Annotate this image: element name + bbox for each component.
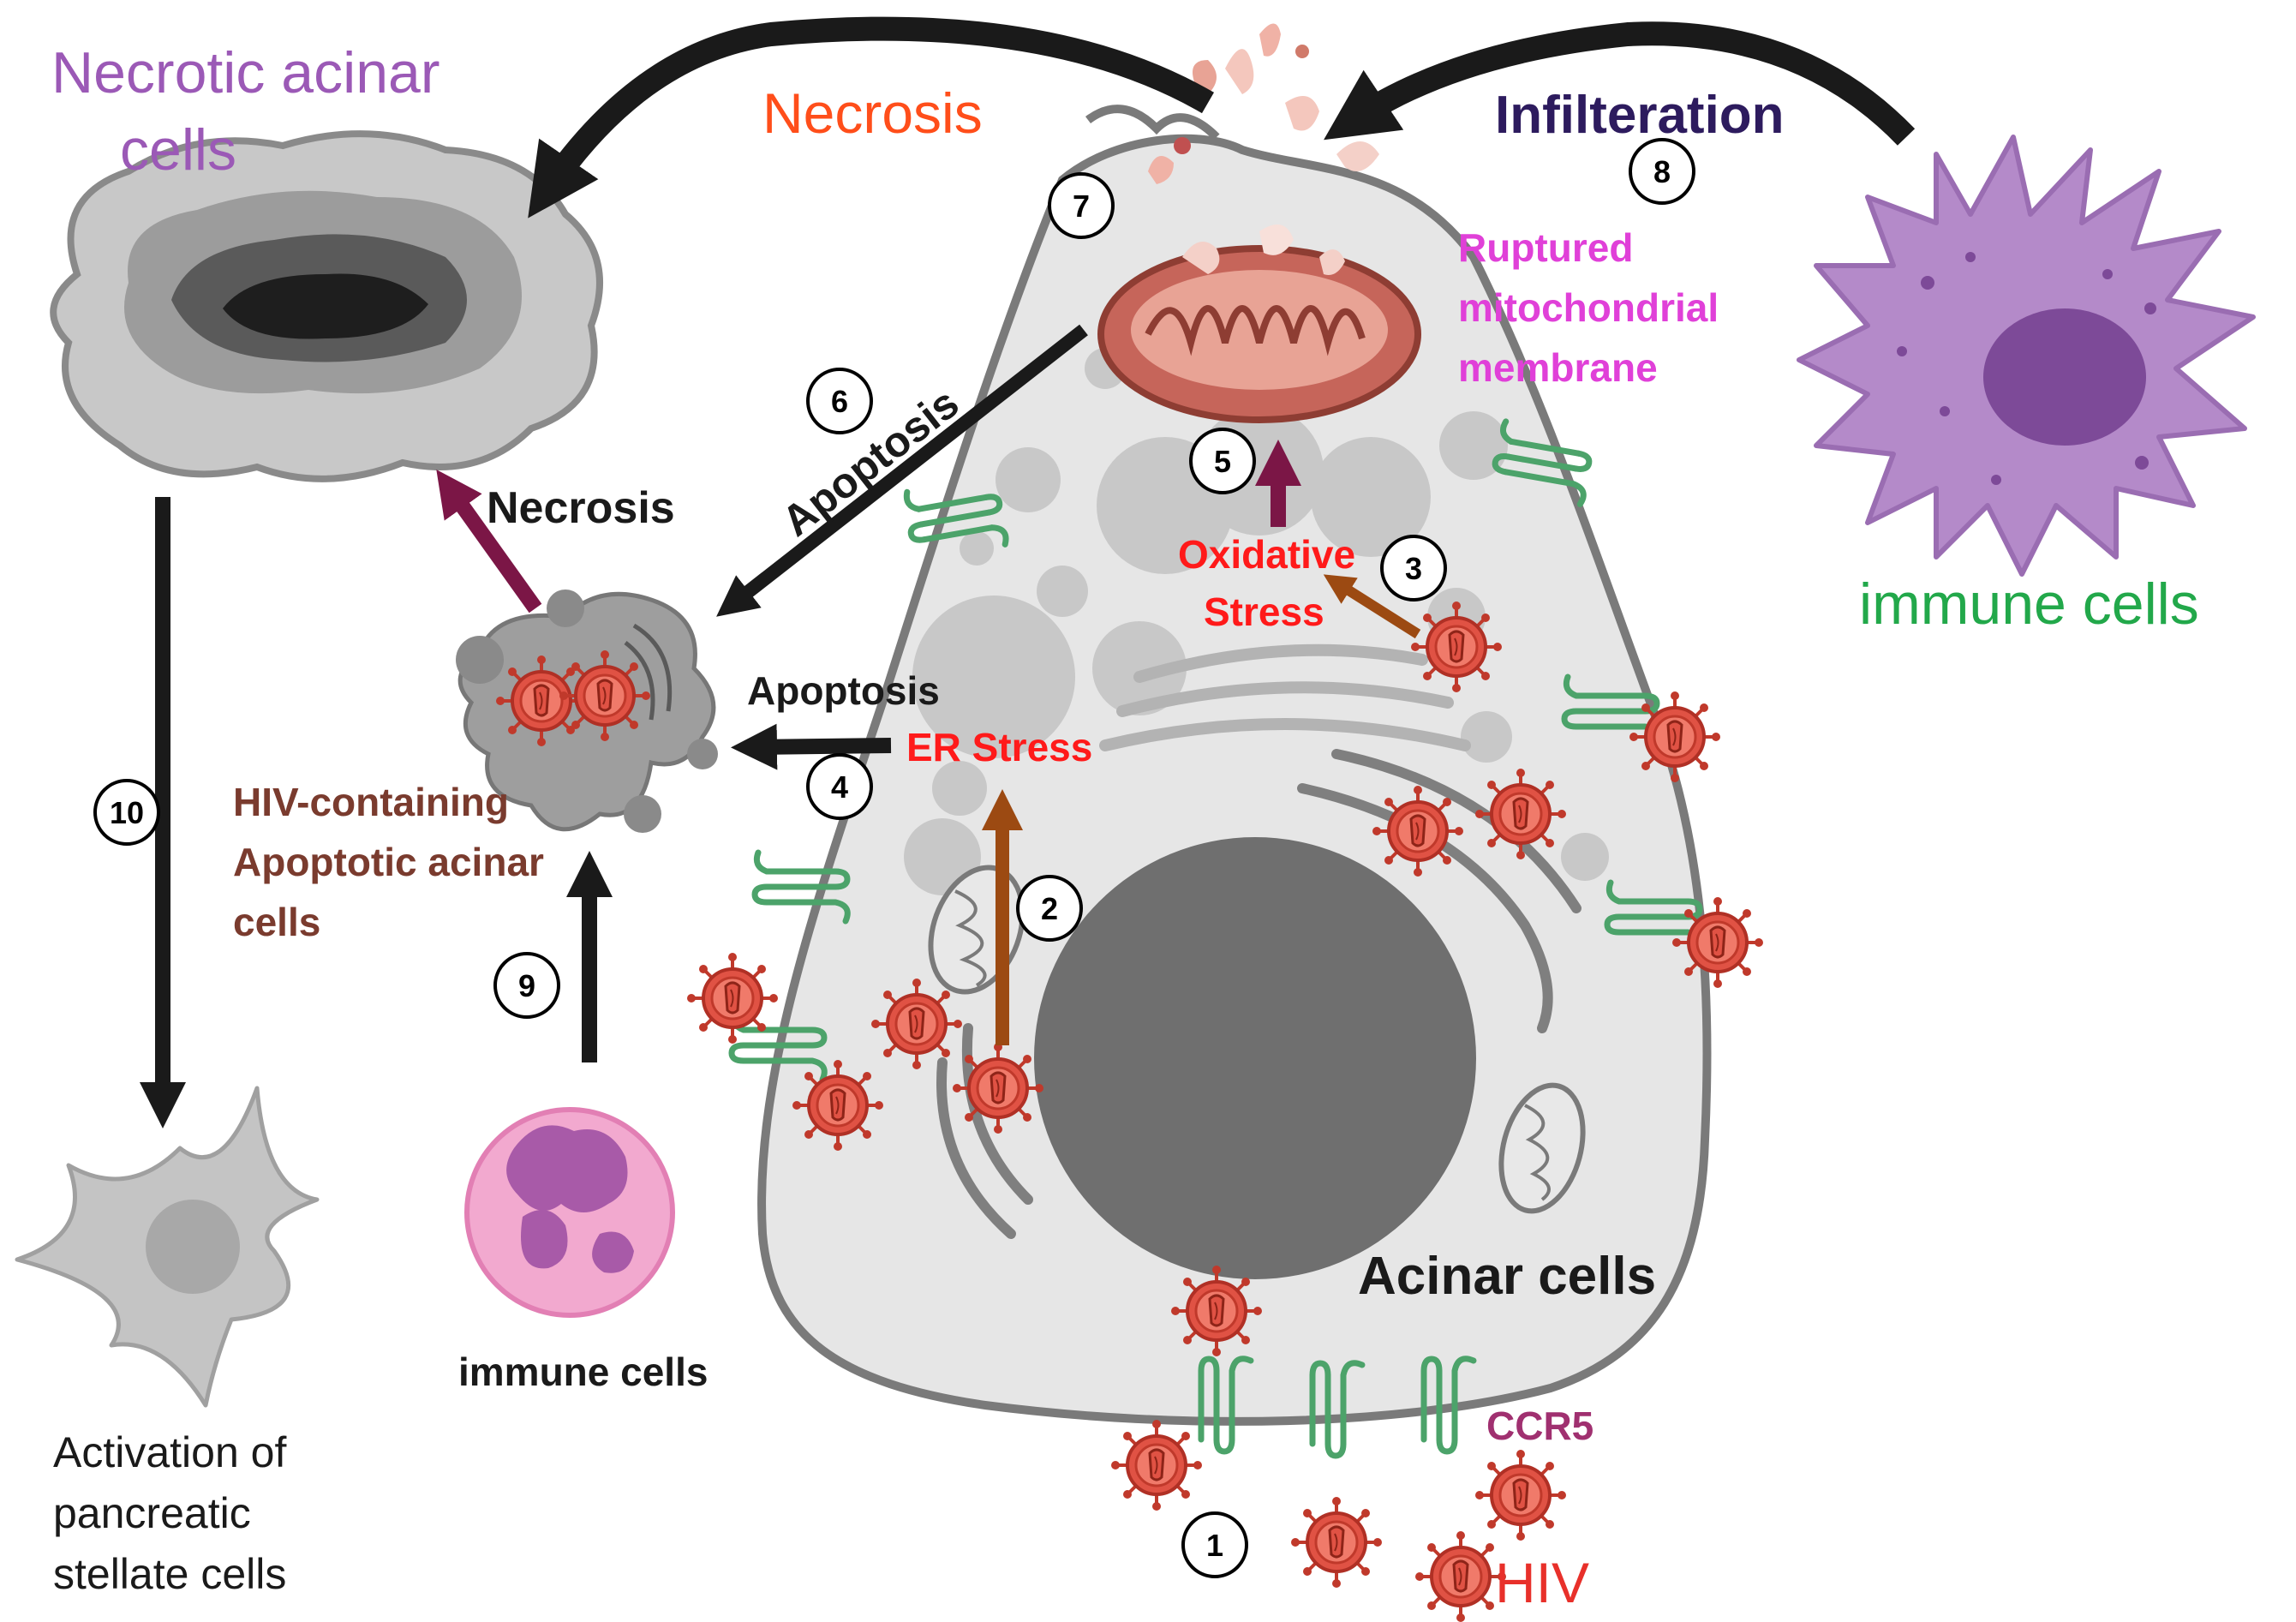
step-5: 5 xyxy=(1189,428,1256,494)
step-markers: 1 2 3 4 5 6 7 8 9 10 xyxy=(93,138,1695,1578)
pancreatic-stellate-cell xyxy=(15,1086,320,1408)
necrosis-top-label: Necrosis xyxy=(762,81,983,145)
apoptotic-acinar-cell xyxy=(456,590,718,833)
arrow-necrosis-top xyxy=(528,16,1215,218)
arrow-infilteration xyxy=(1324,21,1916,146)
labels: Necrotic acinar cells Necrosis Infiltera… xyxy=(51,40,2199,1614)
svg-text:2: 2 xyxy=(1041,891,1058,926)
hiv-apoptotic-label-2: Apoptotic acinar xyxy=(233,840,544,884)
svg-text:8: 8 xyxy=(1653,154,1671,189)
svg-text:10: 10 xyxy=(110,795,144,830)
ruptured-label-2: mitochondrial xyxy=(1458,285,1719,330)
necrosis-mid-label: Necrosis xyxy=(487,483,675,533)
ruptured-mitochondrion xyxy=(1097,224,1421,423)
stellate-label-3: stellate cells xyxy=(53,1550,286,1598)
arrow-apoptosis-horiz xyxy=(731,723,892,770)
stellate-label-1: Activation of xyxy=(53,1428,286,1476)
oxidative-label-2: Stress xyxy=(1204,590,1324,634)
step-8: 8 xyxy=(1629,138,1695,205)
step-9: 9 xyxy=(493,952,560,1019)
immune-cells-bottom-label: immune cells xyxy=(458,1350,708,1394)
necrotic-acinar-label-2: cells xyxy=(120,117,236,183)
arrows xyxy=(140,16,1916,1128)
infilteration-label: Infilteration xyxy=(1495,86,1785,145)
step-6: 6 xyxy=(806,368,873,434)
svg-text:4: 4 xyxy=(831,769,848,805)
er-stress-label: ER Stress xyxy=(906,725,1092,769)
step-7: 7 xyxy=(1048,172,1115,239)
nucleus xyxy=(1034,837,1476,1279)
step-1: 1 xyxy=(1181,1511,1248,1578)
svg-text:6: 6 xyxy=(831,384,848,419)
rough-er xyxy=(936,749,1581,1239)
step-2: 2 xyxy=(1016,875,1083,942)
step-3: 3 xyxy=(1380,535,1447,602)
svg-text:9: 9 xyxy=(518,968,535,1003)
hiv-apoptotic-label-3: cells xyxy=(233,900,320,944)
necrotic-acinar-label-1: Necrotic acinar xyxy=(51,40,440,105)
endoplasmic-reticulum xyxy=(1099,643,1471,751)
immune-cell-right xyxy=(1797,135,2256,577)
hiv-apoptotic-label-1: HIV-containing xyxy=(233,780,509,824)
hiv-label: HIV xyxy=(1495,1551,1589,1614)
apoptosis-horiz-label: Apoptosis xyxy=(747,668,940,713)
ruptured-membrane-fragments xyxy=(1085,23,1379,184)
immune-cells-right-label: immune cells xyxy=(1859,572,2199,637)
necrotic-acinar-cell xyxy=(50,130,603,482)
arrow-necrosis-mid xyxy=(436,470,542,613)
svg-text:7: 7 xyxy=(1073,189,1090,224)
ruptured-label-1: Ruptured xyxy=(1458,225,1633,270)
oxidative-label-1: Oxidative xyxy=(1178,532,1355,577)
step-10: 10 xyxy=(93,779,160,846)
arrow-apoptosis-diag xyxy=(716,324,1088,617)
svg-text:1: 1 xyxy=(1206,1528,1223,1563)
step-4: 4 xyxy=(806,753,873,820)
ruptured-label-3: membrane xyxy=(1458,345,1658,390)
immune-cell-bottom xyxy=(464,1107,675,1318)
svg-text:5: 5 xyxy=(1214,444,1231,479)
arrow-oxidative xyxy=(1323,574,1421,639)
acinar-cells-label: Acinar cells xyxy=(1358,1247,1656,1306)
ccr5-label: CCR5 xyxy=(1486,1404,1593,1448)
svg-text:3: 3 xyxy=(1405,551,1422,586)
stellate-label-2: pancreatic xyxy=(53,1489,251,1537)
